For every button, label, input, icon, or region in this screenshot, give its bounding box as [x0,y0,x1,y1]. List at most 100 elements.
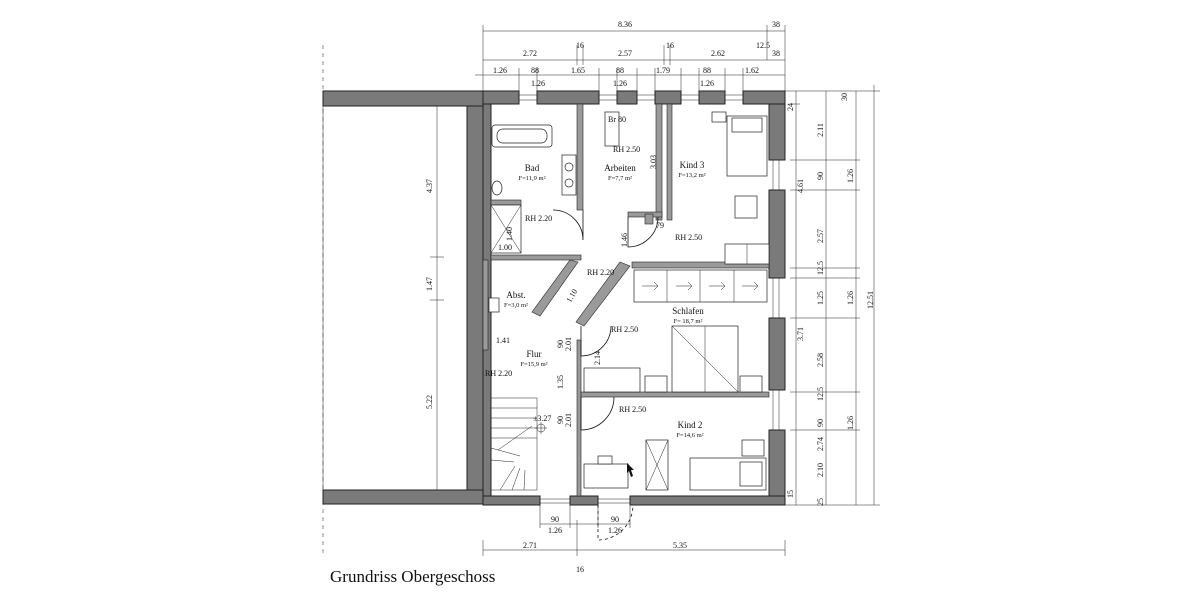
dim-total-right: 38 [772,20,780,29]
room-flur-area: F=15,9 m² [520,361,547,368]
room-bad-area: F=11,9 m² [518,175,545,182]
room-arbeiten-name: Arbeiten [604,163,636,173]
furniture [488,111,770,491]
dim-row3-4: 88 [616,66,624,75]
dim-int-10: 2.14 [593,351,602,365]
dim-int-3: 79 [656,221,664,230]
dim-row2-2: 16 [576,41,584,50]
dimension-text-top: 8.36 38 2.72 16 2.57 16 2.62 12.5 38 1.2… [493,20,780,88]
room-kind2-area: F=14,6 m² [676,432,703,439]
left-structure [322,45,484,555]
dim-right-11: 90 [816,419,825,427]
dim-int-1: 3.03 [649,155,658,169]
dim-row2-6: 12.5 [756,41,770,50]
dim-right-3: 90 [816,172,825,180]
room-schlafen-area: F= 18,7 m² [674,318,703,325]
rh-bad-shower: RH 2.20 [525,214,552,223]
dim-bottom-5: 2.71 [523,541,537,550]
dim-left-3: 5.22 [425,395,434,409]
dim-right-6: 12.5 [816,261,825,275]
dim-row2-1: 2.72 [523,49,537,58]
dimension-lines-bottom [482,505,786,556]
dimension-text-bottom: 90 90 1.26 1.26 2.71 5.35 16 [523,515,687,574]
room-arbeiten-area: F=7,7 m² [608,175,632,182]
room-bad-name: Bad [525,163,540,173]
dimension-text-right: 30 24 2.11 90 1.26 2.57 12.5 1.25 1.26 2… [786,93,875,506]
rh-flur: RH 2.20 [485,369,512,378]
doors [552,209,659,541]
dim-right-7: 1.25 [816,291,825,305]
dim-right-14: 2.10 [816,463,825,477]
dim-int-11: 1.35 [556,375,565,389]
dim-row3-1: 1.26 [493,66,507,75]
dim-int-5: 1.00 [498,243,512,252]
plan-caption: Grundriss Obergeschoss [330,567,496,586]
dim-right-total: 12.51 [866,291,875,309]
dim-right-5: 2.57 [816,229,825,243]
dim-row3-5: 1.79 [656,66,670,75]
label-level: ±3.27 [533,414,551,423]
dim-row3-sub-3: 1.26 [700,79,714,88]
dimension-lines-right [785,85,880,506]
dim-int-4: 1.40 [505,227,514,241]
dim-right-16: 25 [816,498,825,506]
dim-right-4: 1.26 [846,169,855,183]
dimension-text-interior: 3.03 1.46 79 1.40 1.00 1.10 1.41 2.01 90… [496,155,664,427]
dim-left-2: 1.47 [425,277,434,291]
dim-int-9: 90 [556,340,565,348]
dim-bottom-2: 90 [611,515,619,524]
room-abst-area: F=3,0 m² [504,302,528,309]
dim-int-12: 90 [556,416,565,424]
room-kind2-name: Kind 2 [678,420,703,430]
dimension-lines-top [475,25,786,91]
dim-bottom-3: 1.26 [548,526,562,535]
dim-row2-5: 2.62 [711,49,725,58]
room-flur-name: Flur [526,349,541,359]
dim-total-width: 8.36 [618,20,632,29]
dim-row3-6: 88 [703,66,711,75]
dimension-text-left: 4.37 1.47 5.22 [425,106,444,490]
rh-hall-upper: RH 2.20 [587,268,614,277]
dim-int-2: 1.46 [620,233,629,247]
dim-int-7: 1.41 [496,336,510,345]
room-schlafen-name: Schlafen [672,306,704,316]
dim-int-6: 1.10 [564,287,579,304]
dim-right-9: 2.58 [816,353,825,367]
dim-row2-7: 38 [772,49,780,58]
room-abst-name: Abst. [506,290,525,300]
dim-right-1: 24 [786,103,795,111]
rh-kind3-door: RH 2.50 [675,233,702,242]
room-kind3-area: F=13,2 m² [678,172,705,179]
dim-row2-4: 16 [666,41,674,50]
dim-bottom-7: 16 [576,565,584,574]
dim-bottom-6: 5.35 [673,541,687,550]
dim-row3-7: 1.62 [745,66,759,75]
dim-right-top: 30 [840,93,849,101]
rh-schlafen-door: RH 2.50 [611,325,638,334]
dim-bottom-4: 1.26 [608,526,622,535]
dim-left-1: 4.37 [425,179,434,193]
dim-row3-sub-1: 1.26 [531,79,545,88]
dim-right-2: 2.11 [816,123,825,137]
dim-int-8: 2.01 [564,337,573,351]
rh-kind2-door: RH 2.50 [619,405,646,414]
dim-right-10: 12.5 [816,387,825,401]
room-labels: Bad F=11,9 m² Br 80 RH 2.50 Arbeiten F=7… [485,115,706,439]
dim-row2-3: 2.57 [618,49,632,58]
dim-row3-2: 88 [531,66,539,75]
dim-right-12: 1.26 [846,416,855,430]
room-kind3-name: Kind 3 [680,160,705,170]
dim-bottom-1: 90 [551,515,559,524]
dim-row3-3: 1.65 [571,66,585,75]
interior-walls [482,103,770,497]
dim-right-mid-2: 3.71 [796,327,805,341]
dim-right-13: 2.74 [816,437,825,451]
dim-right-mid-1: 4.61 [796,179,805,193]
dim-right-8: 1.26 [846,291,855,305]
rh-arbeiten: RH 2.50 [613,145,640,154]
dim-right-15: 15 [786,490,795,498]
label-br80: Br 80 [608,115,626,124]
dim-row3-sub-2: 1.26 [613,79,627,88]
dim-int-13: 2.01 [564,413,573,427]
